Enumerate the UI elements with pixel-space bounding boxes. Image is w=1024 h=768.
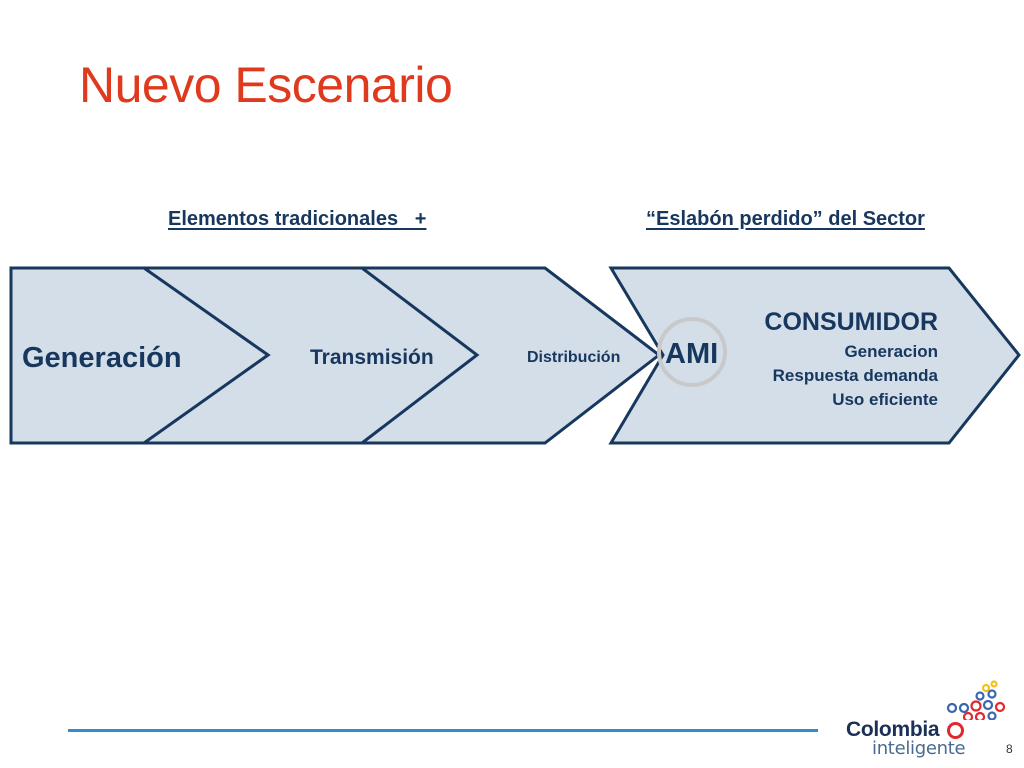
- logo-word-colombia: Colombia: [846, 718, 964, 742]
- heading-traditional-elements: Elementos tradicionales +: [168, 208, 427, 230]
- label-generacion: Generación: [22, 342, 182, 374]
- logo-network-icon: [946, 680, 1006, 723]
- logo-o-icon: [946, 721, 964, 739]
- footer-divider: [68, 729, 818, 732]
- consumidor-line-respuesta: Respuesta demanda: [773, 366, 939, 385]
- chevron-generacion: [9, 266, 271, 445]
- label-distribucion: Distribución: [527, 349, 620, 366]
- heading-missing-link: “Eslabón perdido” del Sector: [646, 208, 925, 230]
- logo-word-inteligente: inteligente: [872, 738, 966, 759]
- label-transmision: Transmisión: [310, 346, 434, 369]
- page-number: 8: [1006, 742, 1013, 756]
- colombia-inteligente-logo: Colombia inteligente: [840, 680, 1010, 765]
- ami-ring: [657, 317, 727, 387]
- chevron-consumidor: [608, 266, 1021, 445]
- consumidor-line-generacion: Generacion: [844, 342, 938, 361]
- consumidor-line-uso: Uso eficiente: [832, 390, 938, 409]
- label-consumidor: CONSUMIDOR: [764, 308, 938, 336]
- label-ami: AMI: [665, 338, 718, 370]
- slide-title: Nuevo Escenario: [79, 57, 453, 113]
